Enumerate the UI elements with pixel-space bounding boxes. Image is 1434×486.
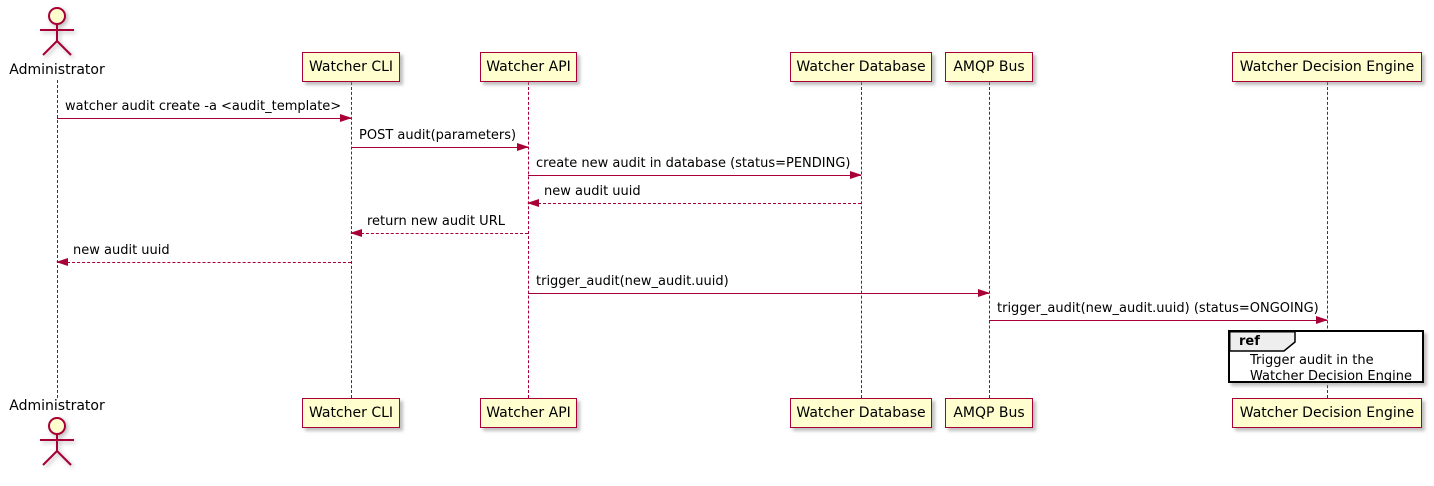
message-label: new audit uuid [544,184,641,199]
ref-text-line2: Watcher Decision Engine [1250,369,1412,384]
participant-watcher-cli-top: Watcher CLI [302,52,400,82]
ref-text-line1: Trigger audit in the [1250,353,1374,368]
message-label: POST audit(parameters) [359,128,517,143]
message-watcher-audit-create: watcher audit create -a <audit_template> [57,98,352,122]
message-new-audit-uuid-to-admin: new audit uuid [56,242,351,266]
arrowhead-right-icon [978,289,990,297]
message-line [528,203,861,204]
message-return-new-audit-url: return new audit URL [350,213,528,237]
actor-administrator-icon-bottom [40,417,74,466]
lifeline-watcher-cli [351,82,352,398]
arrowhead-right-icon [340,114,352,122]
participant-amqp-bus-top: AMQP Bus [945,52,1033,82]
message-label: trigger_audit(new_audit.uuid) [536,274,729,289]
message-line [528,293,989,294]
ref-fragment: ref Trigger audit in the Watcher Decisio… [1228,330,1424,385]
lifeline-watcher-database [861,82,862,398]
lifeline-watcher-decision-engine [1327,82,1328,398]
arrowhead-left-icon [56,258,68,266]
participant-watcher-database-bottom: Watcher Database [790,398,932,428]
arrowhead-right-icon [850,171,862,179]
participant-amqp-bus-bottom: AMQP Bus [945,398,1033,428]
message-line [57,262,351,263]
actor-administrator-icon-top [40,7,74,56]
message-label: create new audit in database (status=PEN… [536,156,851,171]
message-line [989,320,1327,321]
message-line [351,147,528,148]
participant-watcher-api-top: Watcher API [480,52,577,82]
arrowhead-left-icon [527,199,539,207]
message-label: watcher audit create -a <audit_template> [65,99,342,114]
message-create-new-audit: create new audit in database (status=PEN… [528,155,862,179]
participant-watcher-database-top: Watcher Database [790,52,932,82]
message-trigger-audit: trigger_audit(new_audit.uuid) [528,273,990,297]
participant-watcher-decision-engine-top: Watcher Decision Engine [1232,52,1422,82]
participant-watcher-decision-engine-bottom: Watcher Decision Engine [1232,398,1422,428]
message-line [528,175,861,176]
participant-watcher-api-bottom: Watcher API [480,398,577,428]
message-label: trigger_audit(new_audit.uuid) (status=ON… [997,301,1319,316]
lifeline-watcher-api [528,82,529,398]
arrowhead-right-icon [1316,316,1328,324]
message-post-audit: POST audit(parameters) [351,127,529,151]
arrowhead-left-icon [350,229,362,237]
ref-tab-pentagon-icon [1229,331,1296,352]
lifeline-amqp-bus [989,82,990,398]
actor-administrator-label-bottom: Administrator [9,398,105,414]
arrowhead-right-icon [517,143,529,151]
message-new-audit-uuid-return: new audit uuid [527,183,861,207]
message-line [57,118,351,119]
message-line [351,233,528,234]
participant-watcher-cli-bottom: Watcher CLI [302,398,400,428]
actor-administrator-label-top: Administrator [9,62,105,78]
ref-keyword: ref [1239,334,1260,349]
message-label: new audit uuid [73,243,170,258]
ref-text: Trigger audit in the Watcher Decision En… [1230,332,1422,385]
message-label: return new audit URL [367,214,505,229]
lifeline-administrator [57,80,58,398]
message-trigger-audit-ongoing: trigger_audit(new_audit.uuid) (status=ON… [989,300,1328,324]
